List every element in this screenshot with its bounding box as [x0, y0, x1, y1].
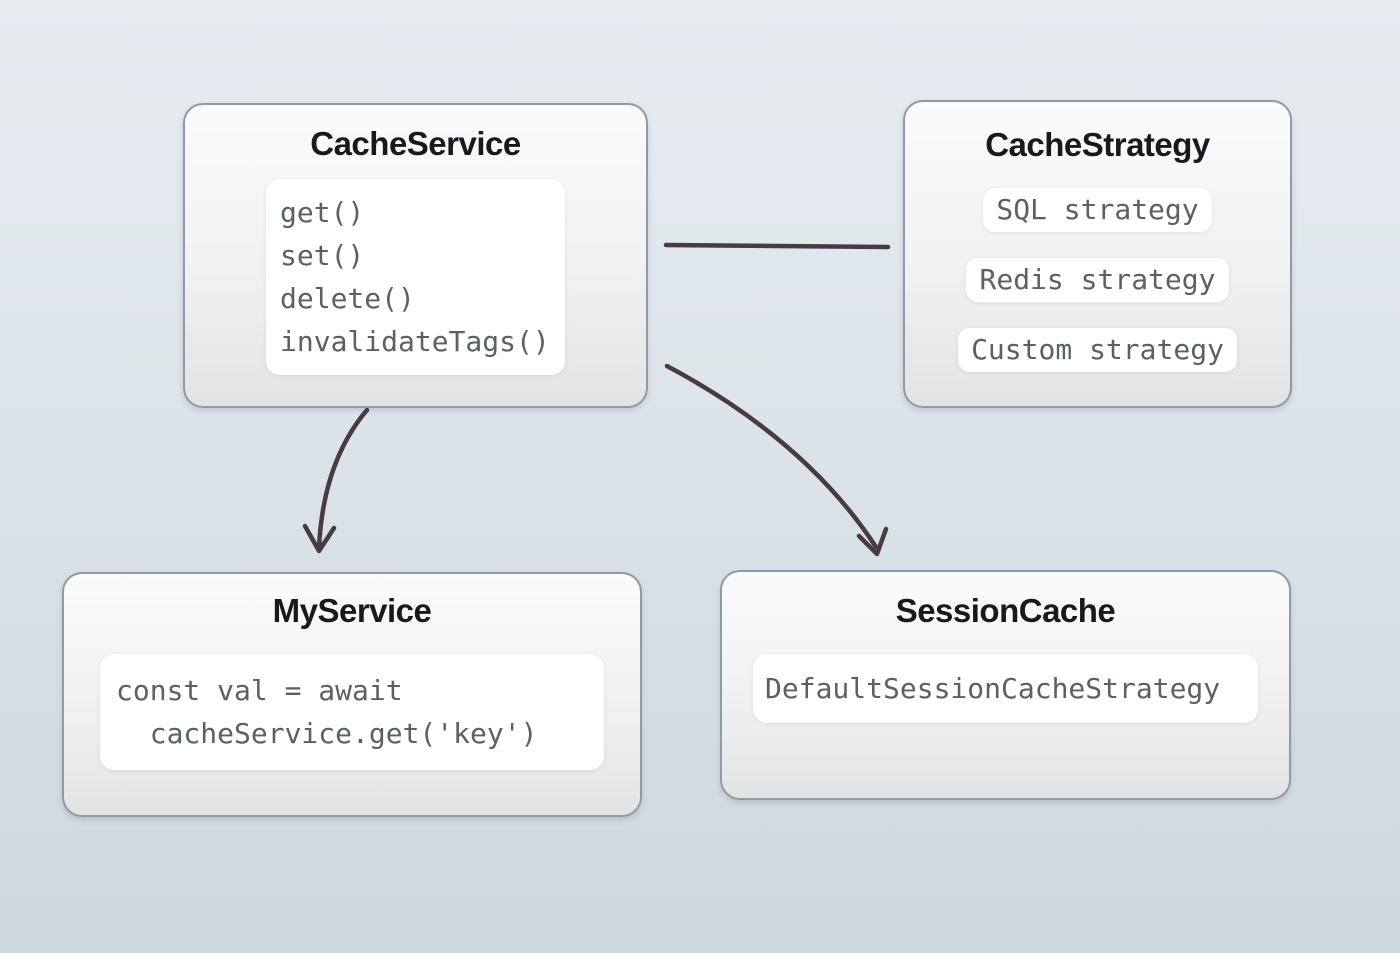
arrow-cacheservice-sessioncache — [664, 363, 879, 550]
my-service-code-card: const val = await cacheService.get('key'… — [100, 654, 604, 770]
pill-redis-strategy: Redis strategy — [966, 258, 1229, 302]
method-get: get() — [280, 196, 365, 229]
method-set: set() — [280, 239, 365, 272]
method-delete: delete() — [280, 282, 415, 315]
code-line-1: const val = await — [116, 674, 403, 707]
session-cache-value-card: DefaultSessionCacheStrategy — [753, 654, 1258, 723]
node-cache-strategy-title: CacheStrategy — [985, 126, 1210, 163]
node-my-service: MyService const val = await cacheService… — [62, 572, 642, 817]
node-session-cache: SessionCache DefaultSessionCacheStrategy — [720, 570, 1291, 800]
pill-custom-strategy: Custom strategy — [958, 328, 1237, 372]
strategy-pill-stack: SQL strategy Redis strategy Custom strat… — [905, 188, 1290, 372]
node-cache-service-title: CacheService — [310, 125, 521, 162]
cache-service-methods-card: get() set() delete() invalidateTags() — [266, 179, 565, 375]
node-cache-service: CacheService get() set() delete() invali… — [183, 103, 648, 408]
node-cache-strategy: CacheStrategy SQL strategy Redis strateg… — [903, 100, 1292, 408]
node-session-cache-title: SessionCache — [895, 592, 1116, 629]
pill-sql-strategy: SQL strategy — [983, 188, 1212, 232]
method-invalidate-tags: invalidateTags() — [280, 325, 550, 358]
code-line-2: cacheService.get('key') — [116, 717, 538, 750]
arrowhead-sessioncache-icon — [856, 526, 889, 557]
connector-cacheservice-cachestrategy — [663, 242, 891, 250]
node-my-service-title: MyService — [272, 592, 432, 629]
session-cache-strategy-value: DefaultSessionCacheStrategy — [765, 672, 1221, 705]
arrowhead-myservice-icon — [302, 523, 337, 554]
arrow-cacheservice-myservice — [316, 407, 370, 551]
